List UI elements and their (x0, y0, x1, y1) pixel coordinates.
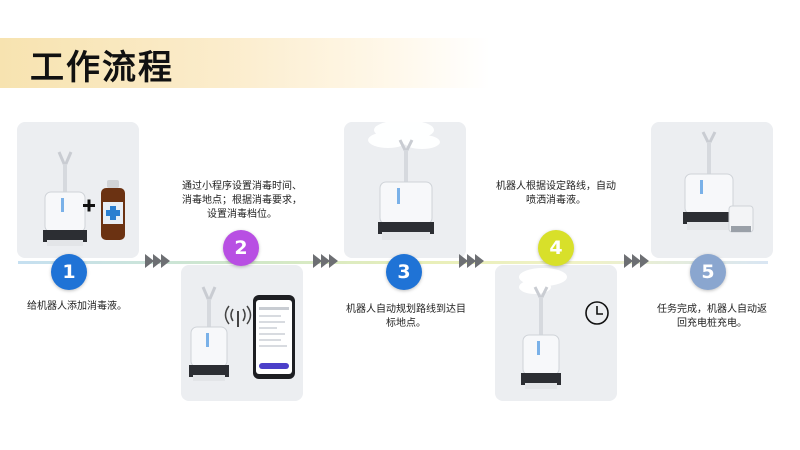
step-1-number: 1 (51, 254, 87, 290)
robot-image (189, 286, 229, 381)
chevron-right-icon (624, 254, 650, 268)
step-2-number: 2 (223, 230, 259, 266)
phone-app-image (253, 295, 295, 379)
chevron-right-icon (459, 254, 485, 268)
mist-image (368, 122, 440, 149)
plus-icon (83, 199, 95, 212)
step-4-text: 机器人根据设定路线，自动喷洒消毒液。 (496, 181, 616, 206)
step-5-image (651, 122, 773, 258)
step-3-image (344, 122, 466, 258)
signal-icon (224, 305, 252, 327)
clock-icon (585, 301, 609, 325)
mist-image (519, 268, 567, 294)
step-1-text: 给机器人添加消毒液。 (27, 301, 127, 312)
step-3-text: 机器人自动规划路线到达目标地点。 (346, 304, 466, 329)
step-5-text: 任务完成，机器人自动返回充电桩充电。 (657, 304, 767, 329)
chevron-right-icon (313, 254, 339, 268)
step-2-image (181, 265, 303, 401)
charging-dock-image (728, 205, 754, 233)
disinfectant-bottle-image (101, 180, 125, 240)
title-banner (0, 38, 490, 88)
robot-image (43, 151, 87, 246)
chevron-right-icon (145, 254, 171, 268)
robot-image (683, 131, 735, 230)
page-title: 工作流程 (30, 48, 174, 88)
step-4-image (495, 265, 617, 401)
step-3-number: 3 (386, 254, 422, 290)
step-1-image (17, 122, 139, 258)
step-2-text: 通过小程序设置消毒时间、消毒地点；根据消毒要求，设置消毒档位。 (182, 181, 302, 220)
robot-image (521, 286, 561, 389)
robot-image (378, 139, 434, 240)
step-5-number: 5 (690, 254, 726, 290)
step-4-number: 4 (538, 230, 574, 266)
